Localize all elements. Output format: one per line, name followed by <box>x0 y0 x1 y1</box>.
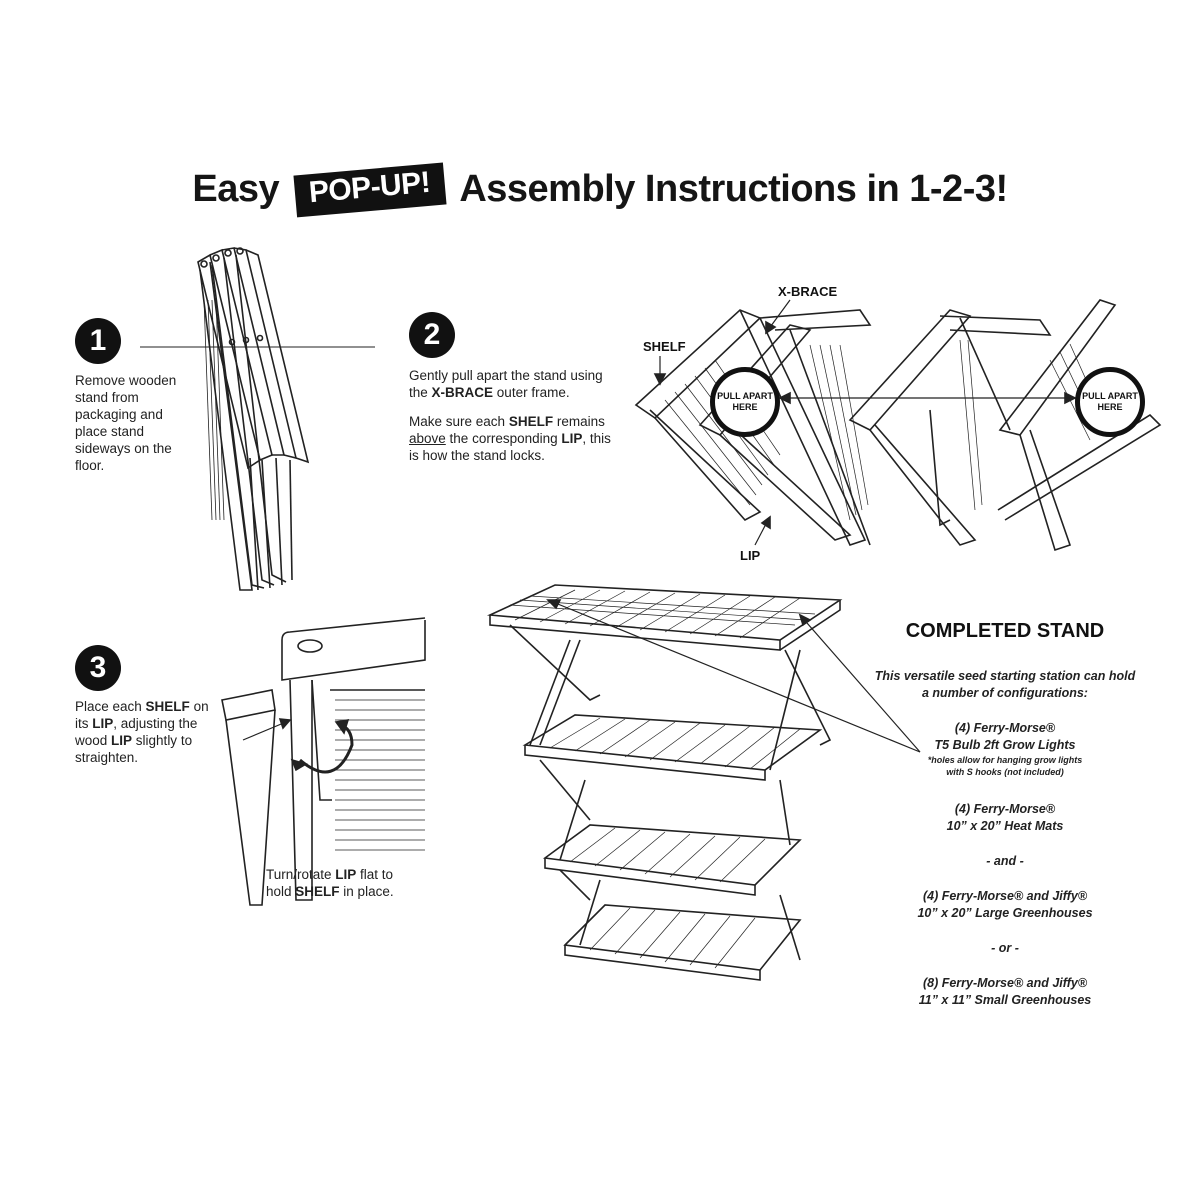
pull-apart-right-badge: PULL APART HERE <box>1075 367 1145 437</box>
config-item-4: (8) Ferry-Morse® and Jiffy® 11” x 11” Sm… <box>918 976 1092 1007</box>
config-and: - and - <box>986 854 1024 868</box>
title-after: Assembly Instructions in 1-2-3! <box>459 168 1008 210</box>
folded-stand-illustration <box>140 247 375 591</box>
step-3-number: 3 <box>75 645 121 691</box>
title-before: Easy <box>192 168 280 210</box>
title-badge: POP-UP! <box>293 162 447 218</box>
pull-apart-left-badge: PULL APART HERE <box>710 367 780 437</box>
step-3-turn-text: Turn/rotate LIP flat to hold SHELF in pl… <box>266 867 394 899</box>
page-title: Easy POP-UP! Assembly Instructions in 1-… <box>0 162 1200 218</box>
step-2-text: Gently pull apart the stand using the X-… <box>409 368 611 463</box>
completed-stand-title: COMPLETED STAND <box>905 620 1105 642</box>
config-or: - or - <box>991 941 1019 955</box>
lip-detail-illustration <box>221 617 426 906</box>
completed-stand-illustration <box>486 584 921 981</box>
label-shelf: SHELF <box>643 339 686 354</box>
label-xbrace: X-BRACE <box>778 284 838 299</box>
pulled-apart-stand-illustration <box>634 299 1162 552</box>
config-item-2: (4) Ferry-Morse® 10” x 20” Heat Mats <box>946 802 1064 833</box>
config-item-1: (4) Ferry-Morse® T5 Bulb 2ft Grow Lights… <box>927 721 1083 777</box>
step-1-text: Remove wooden stand from packaging and p… <box>75 373 177 473</box>
step-2-number: 2 <box>409 312 455 358</box>
label-lip: LIP <box>740 548 761 563</box>
completed-intro: This versatile seed starting station can… <box>874 669 1136 700</box>
step-3-text: Place each SHELF on its LIP, adjusting t… <box>75 699 209 765</box>
step-1-number: 1 <box>75 318 121 364</box>
config-item-3: (4) Ferry-Morse® and Jiffy® 10” x 20” La… <box>917 889 1093 920</box>
